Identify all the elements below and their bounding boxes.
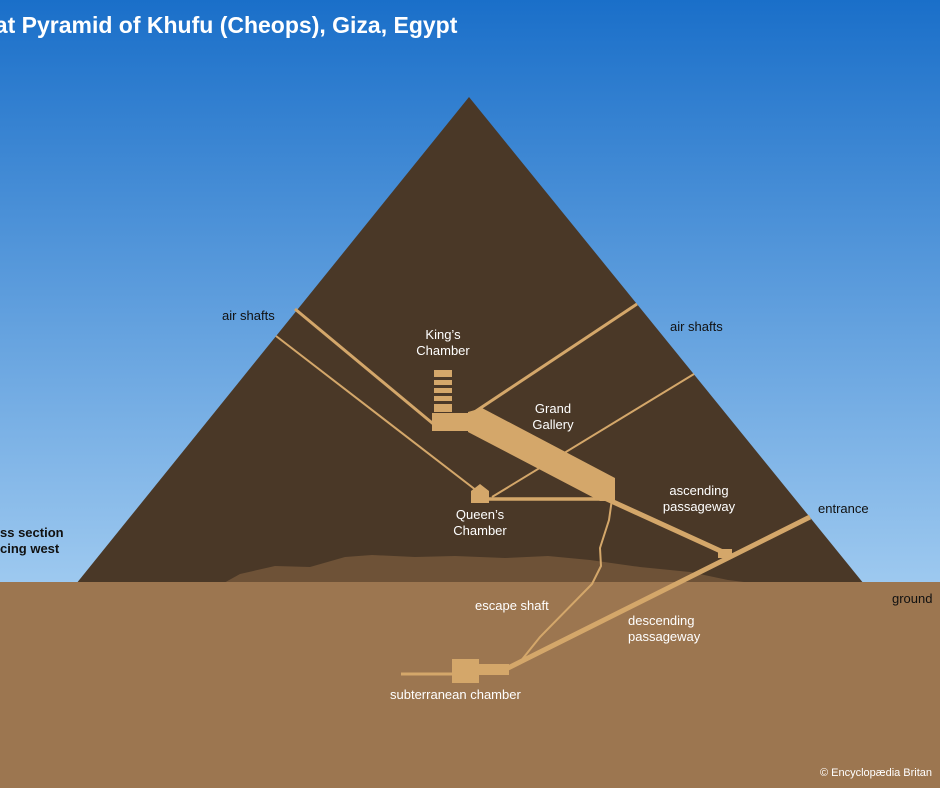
ascending-passageway-label-line1: ascending xyxy=(669,483,729,498)
descending-passageway xyxy=(506,514,812,671)
kings-chamber-label: King’s Chamber xyxy=(416,327,469,359)
grand-gallery xyxy=(468,408,615,501)
passage-junction xyxy=(718,549,732,558)
air-shafts-right-label: air shafts xyxy=(670,319,723,334)
air-shaft-king-north xyxy=(294,307,438,429)
queens-chamber xyxy=(471,484,489,503)
queens-chamber-label-line2: Chamber xyxy=(453,523,507,538)
air-shaft-queen-north xyxy=(275,335,482,495)
entrance-label: entrance xyxy=(818,501,869,516)
subterranean-chamber xyxy=(452,659,479,683)
escape-shaft xyxy=(519,498,613,663)
grand-gallery-label-line1: Grand xyxy=(534,401,572,416)
ascending-passageway xyxy=(596,492,727,556)
cross-section-label-line1: ss section xyxy=(0,525,64,540)
copyright-notice: © Encyclopædia Britan xyxy=(820,767,933,779)
kings-chamber-label-line2: Chamber xyxy=(416,343,470,358)
subterranean-antechamber xyxy=(479,664,509,675)
ground-layer xyxy=(0,582,940,788)
escape-shaft-label: escape shaft xyxy=(475,598,549,613)
queens-chamber-label: Queen’s Chamber xyxy=(453,507,506,539)
descending-passageway-label: descending passageway xyxy=(628,613,700,645)
air-shaft-king-south xyxy=(469,302,638,417)
bedrock-mound xyxy=(222,555,760,584)
cross-section-label: ss section cing west xyxy=(0,525,64,557)
descending-passageway-label-line1: descending xyxy=(628,613,695,628)
subterranean-chamber-label: subterranean chamber xyxy=(390,687,521,702)
pyramid-body xyxy=(76,97,864,584)
cross-section-label-line2: cing west xyxy=(0,541,60,556)
kings-chamber xyxy=(432,413,472,431)
descending-passageway-label-line2: passageway xyxy=(628,629,701,644)
kings-chamber-label-line1: King’s xyxy=(425,327,461,342)
air-shaft-queen-south xyxy=(491,373,695,498)
air-shafts-left-label: air shafts xyxy=(222,308,275,323)
relieving-chamber-stripes xyxy=(434,377,452,404)
queens-chamber-label-line1: Queen’s xyxy=(455,507,505,522)
ascending-passageway-label-line2: passageway xyxy=(662,499,736,514)
ground-label: ground xyxy=(892,591,933,606)
internal-structure xyxy=(275,302,812,683)
ascending-passageway-label: ascending passageway xyxy=(663,483,735,515)
relieving-chambers xyxy=(434,370,452,412)
grand-gallery-label: Grand Gallery xyxy=(532,401,573,433)
diagram-title: eat Pyramid of Khufu (Cheops), Giza, Egy… xyxy=(0,12,458,38)
grand-gallery-label-line2: Gallery xyxy=(532,417,574,432)
